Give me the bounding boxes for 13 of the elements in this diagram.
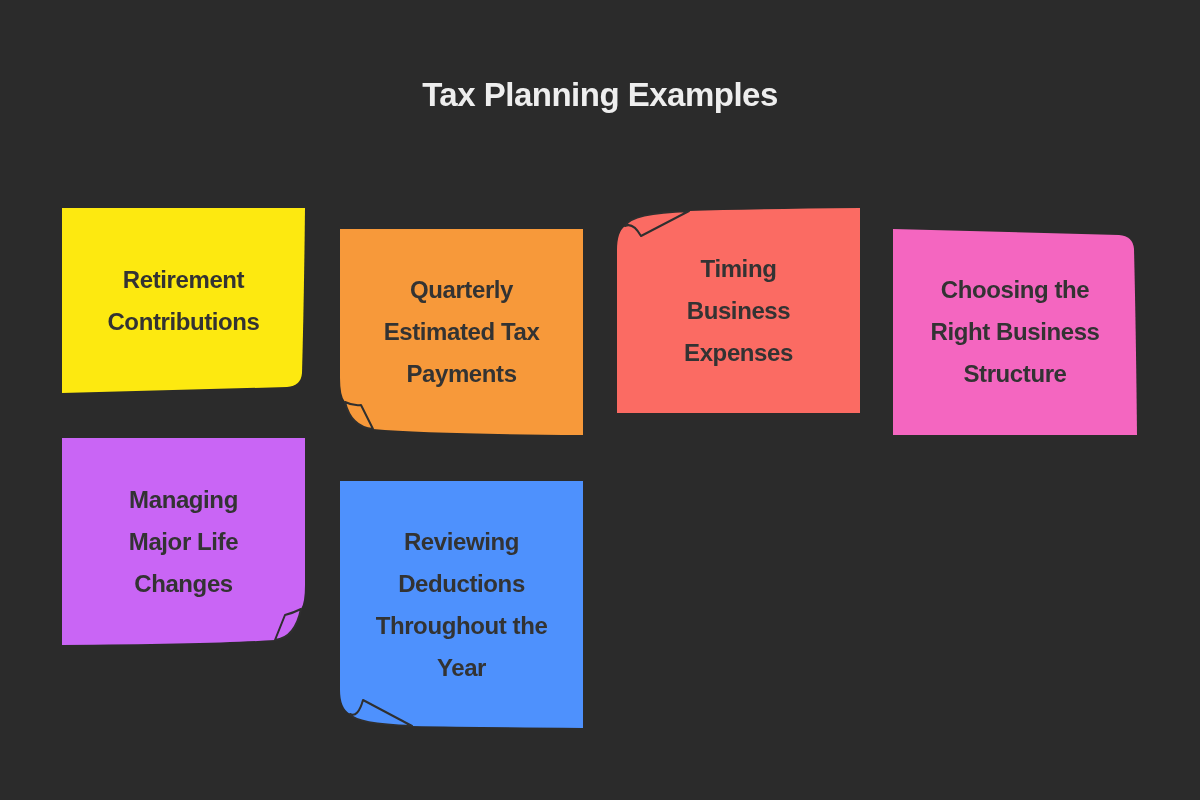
sticky-note (893, 229, 1137, 435)
note-text: Timing Business Expenses (683, 253, 794, 368)
note-text: Retirement Contributions (106, 264, 261, 337)
sticky-note (617, 208, 860, 413)
note-text: Managing Major Life Changes (127, 484, 240, 599)
sticky-note (62, 438, 305, 645)
diagram-title: Tax Planning Examples (422, 76, 778, 113)
sticky-note (340, 481, 583, 728)
note-text: Choosing the Right Business Structure (929, 275, 1101, 389)
sticky-note (62, 208, 305, 393)
note-text: Reviewing Deductions Throughout the Year (374, 526, 549, 683)
sticky-note (340, 229, 583, 435)
note-text: Quarterly Estimated Tax Payments (382, 275, 541, 389)
